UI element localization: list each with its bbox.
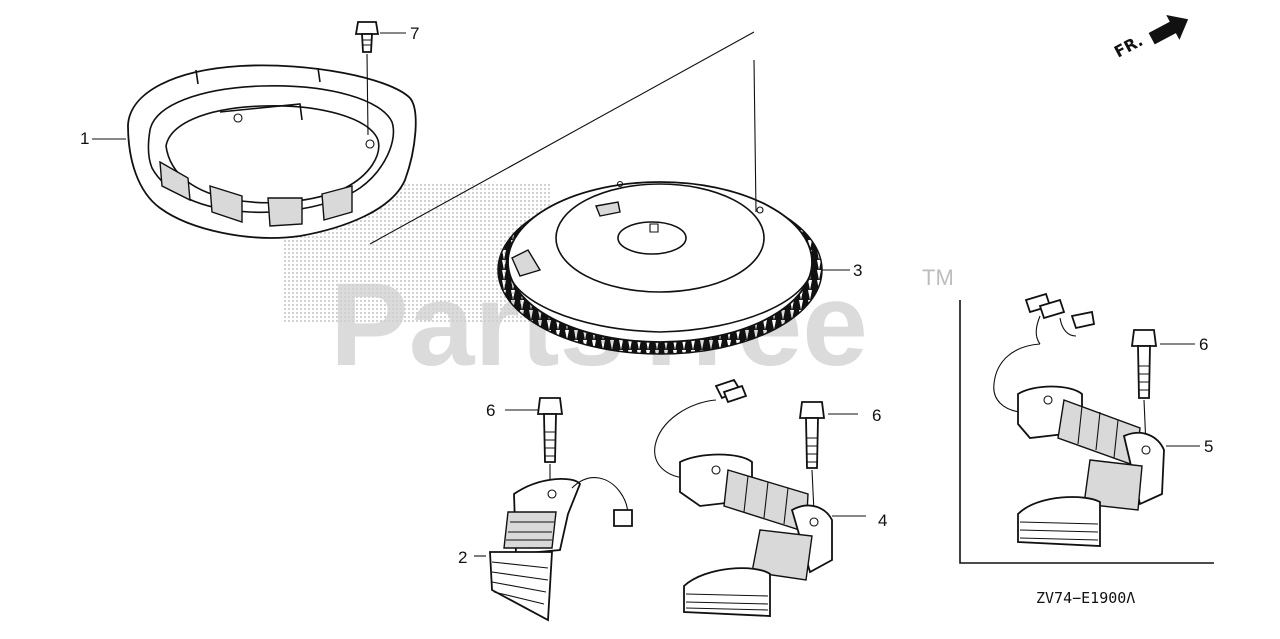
part-4-charge-coil: 4 — [654, 378, 887, 617]
part-6-bolt-b: 6 — [798, 401, 881, 513]
callout-3: 3 — [853, 261, 862, 280]
front-direction-indicator: FR. — [1111, 15, 1189, 62]
part-3-flywheel: 3 — [497, 180, 862, 355]
part-1-fan-cover: 1 — [80, 64, 417, 239]
part-7-bolt: 7 — [354, 21, 419, 136]
part-5-inset: 5 — [959, 292, 1214, 564]
part-6-bolt-a: 6 — [486, 397, 564, 492]
leader-line-vertical — [753, 59, 757, 213]
part-6-bolt-c: 6 — [1130, 329, 1208, 447]
trademark-mark: TM — [922, 265, 954, 290]
callout-1: 1 — [80, 129, 89, 148]
callout-6-right: 6 — [1199, 335, 1208, 354]
front-direction-label: FR. — [1111, 31, 1146, 62]
leader-line — [369, 31, 755, 245]
part-2-ignition-coil: 2 — [458, 477, 633, 622]
callout-6-left: 6 — [486, 401, 495, 420]
front-arrow-icon — [1148, 15, 1189, 45]
callout-7: 7 — [410, 24, 419, 43]
callout-5: 5 — [1204, 437, 1213, 456]
callout-2: 2 — [458, 548, 467, 567]
diagram-code: ZV74−E1900Λ — [1036, 589, 1135, 607]
callout-6-middle: 6 — [872, 406, 881, 425]
callout-4: 4 — [878, 511, 887, 530]
